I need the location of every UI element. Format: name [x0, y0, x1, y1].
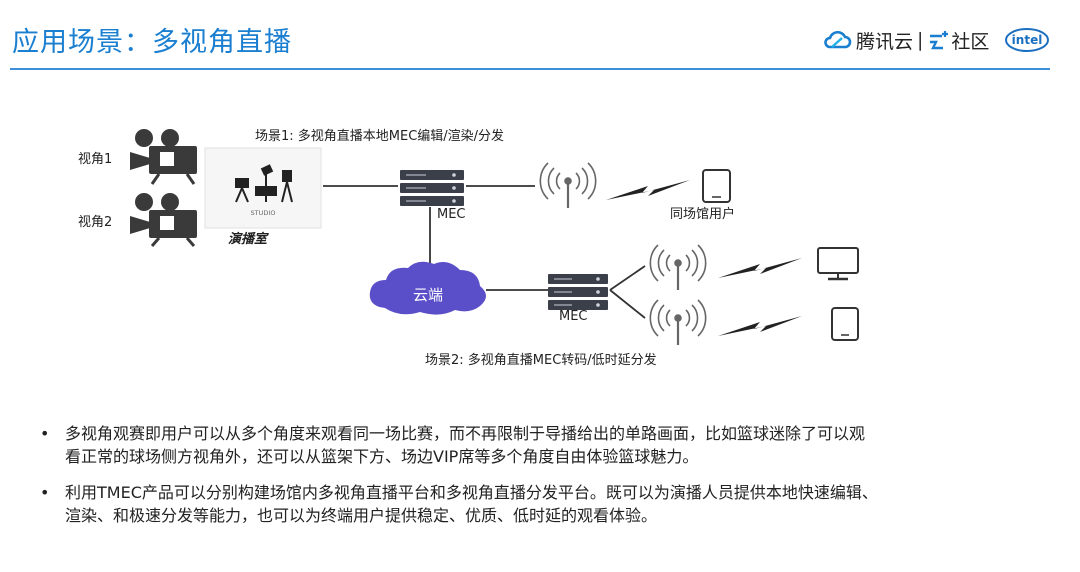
bullet-marker: •	[40, 424, 50, 443]
bullet-marker: •	[40, 483, 50, 502]
studio-box: STUDIO	[204, 147, 322, 229]
venue-user-label: 同场馆用户	[670, 206, 735, 222]
mec-2-server-icon	[548, 274, 608, 310]
architecture-diagram: 视角1 视角2 STUDIO 演播室 场景1: 多视角直播本地MEC编辑/渲染/…	[78, 128, 859, 368]
bullet-list: • 多视角观赛即用户可以从多个角度来观看同一场比赛，而不再限制于导播给出的单路画…	[40, 422, 1040, 540]
wireless-signal-1-icon	[606, 180, 690, 200]
tencent-cloud-brand: 腾讯云 | 社区	[822, 26, 989, 54]
camera-1-icon	[130, 129, 197, 185]
studio-sign-text: STUDIO	[251, 209, 276, 217]
bullet-item-2: • 利用TMEC产品可以分别构建场馆内多视角直播平台和多视角直播分发平台。既可以…	[40, 481, 1040, 527]
bullet-1-line-1: 多视角观赛即用户可以从多个角度来观看同一场比赛，而不再限制于导播给出的单路画面，…	[65, 424, 866, 443]
cloud-label: 云端	[413, 286, 443, 304]
brand-name: 腾讯云	[856, 30, 914, 53]
camera-2-label: 视角2	[78, 215, 112, 230]
wireless-signal-2-icon	[718, 258, 802, 278]
brand-separator: |	[917, 29, 924, 51]
page-title: 应用场景：多视角直播	[12, 27, 292, 58]
bullet-2-line-2: 渲染、和极速分发等能力，也可以为终端用户提供稳定、优质、低时延的观看体验。	[65, 506, 658, 525]
intel-logo-icon: intel	[1005, 28, 1049, 52]
bullet-1-line-2: 看正常的球场侧方视角外，还可以从篮架下方、场边VIP席等多个角度自由体验篮球魅力…	[65, 447, 699, 466]
tablet-icon	[831, 307, 859, 341]
mec-1-label: MEC	[437, 207, 466, 222]
mec2-to-antenna-top-line	[609, 265, 646, 291]
cloud-plus-icon	[930, 31, 949, 50]
scene-1-caption: 场景1: 多视角直播本地MEC编辑/渲染/分发	[255, 128, 504, 144]
camera-1-label: 视角1	[78, 152, 112, 167]
header-divider	[10, 68, 1050, 70]
mec2-to-antenna-bottom-line	[609, 289, 646, 319]
scene-2-caption: 场景2: 多视角直播MEC转码/低时延分发	[425, 352, 657, 368]
mec-1-server-icon	[400, 170, 464, 206]
wireless-signal-3-icon	[718, 316, 802, 336]
monitor-icon	[817, 247, 859, 281]
venue-user-phone-icon	[702, 169, 731, 203]
camera-2-icon	[130, 193, 197, 247]
brand-community-label: 社区	[951, 30, 990, 53]
antenna-1-icon	[539, 162, 597, 208]
studio-equipment-icon	[235, 164, 293, 203]
intel-wordmark: intel	[1012, 33, 1043, 47]
antenna-3-icon	[649, 299, 707, 345]
mec-2-label: MEC	[559, 309, 588, 324]
antenna-2-icon	[649, 244, 707, 290]
cloud-icon	[369, 261, 486, 315]
bullet-2-line-1: 利用TMEC产品可以分别构建场馆内多视角直播平台和多视角直播分发平台。既可以为演…	[65, 483, 878, 502]
bullet-item-1: • 多视角观赛即用户可以从多个角度来观看同一场比赛，而不再限制于导播给出的单路画…	[40, 422, 1040, 468]
studio-label: 演播室	[228, 231, 269, 247]
tencent-cloud-logo-icon	[824, 30, 852, 49]
